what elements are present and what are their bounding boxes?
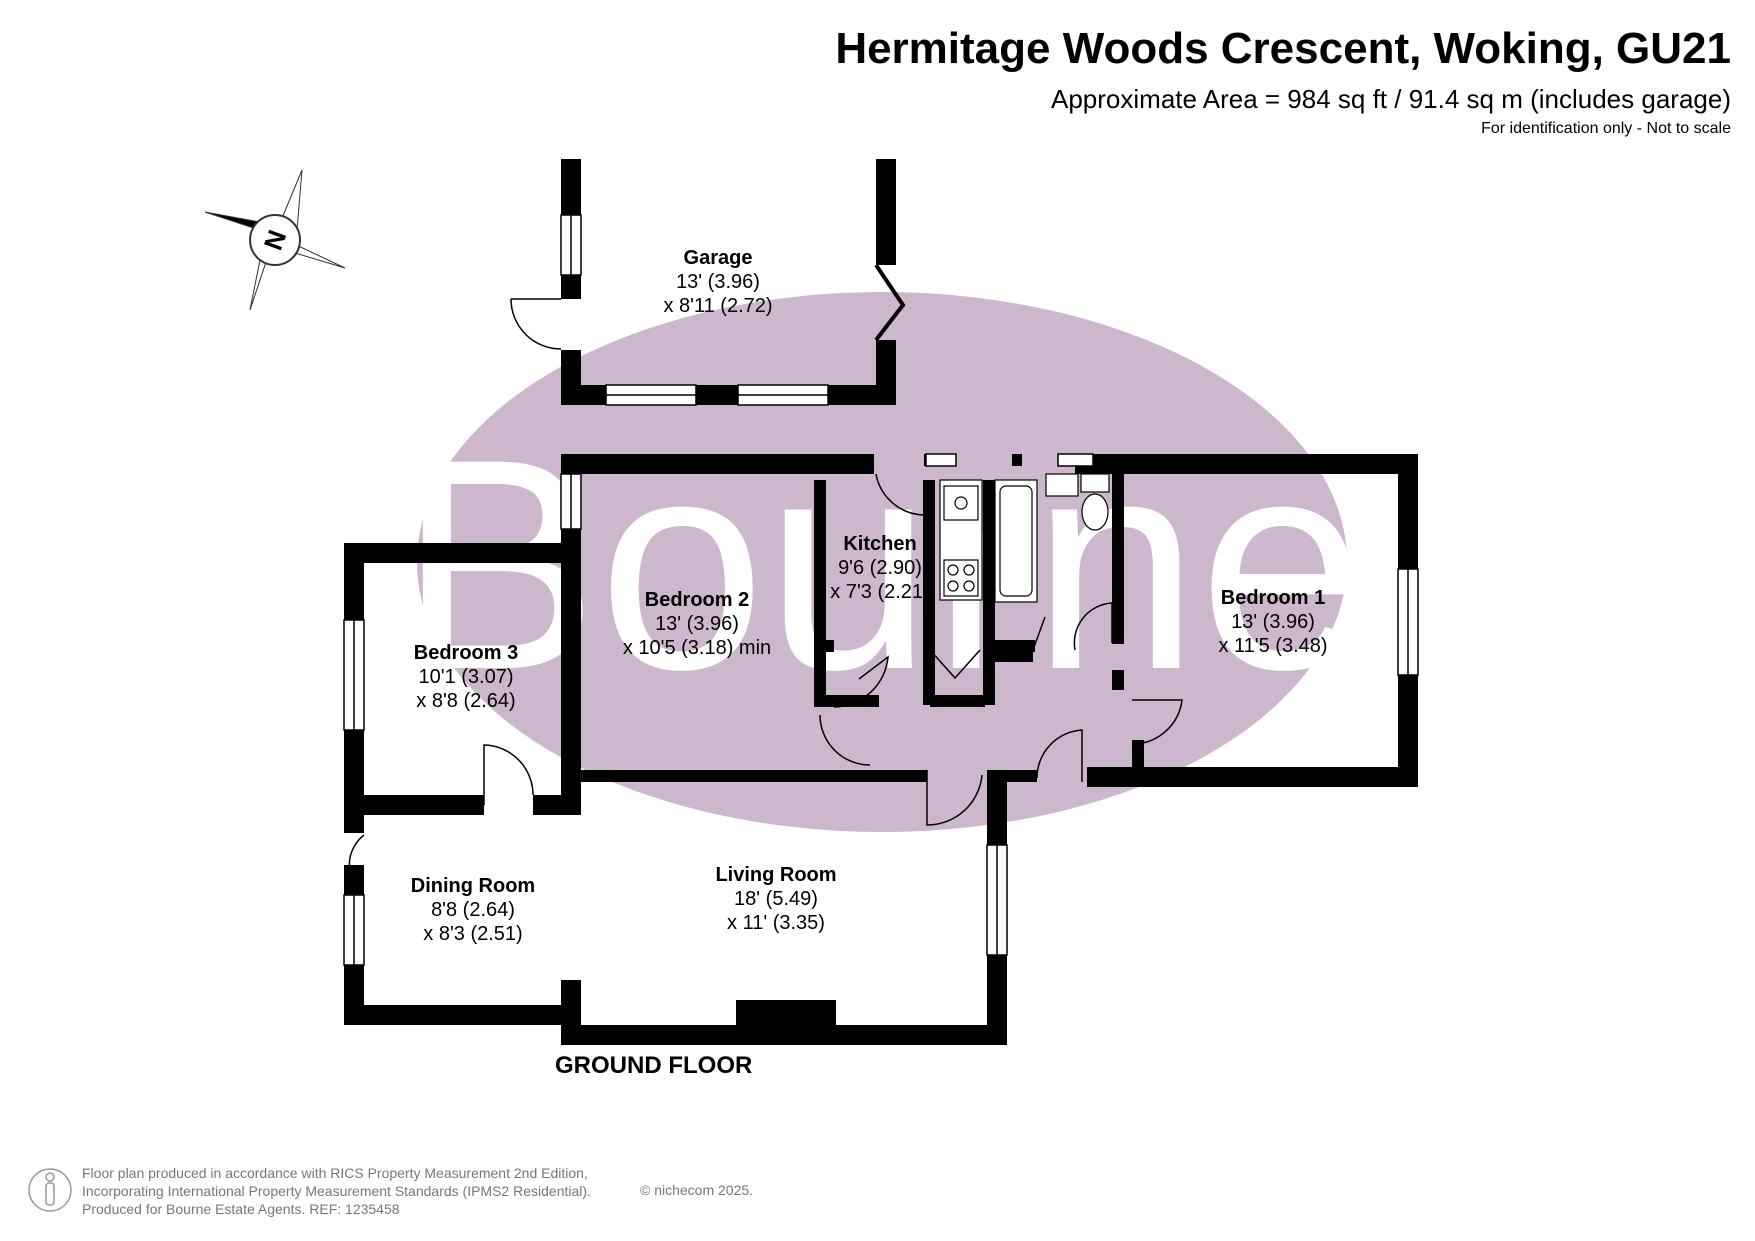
room-dining: Dining Room 8'8 (2.64) x 8'3 (2.51) bbox=[411, 874, 535, 946]
room-bedroom-3: Bedroom 3 10'1 (3.07) x 8'8 (2.64) bbox=[414, 641, 518, 713]
room-name: Bedroom 3 bbox=[413, 642, 519, 664]
room-name: Bedroom 2 bbox=[644, 589, 750, 611]
doors bbox=[348, 263, 1183, 896]
core-partitions bbox=[814, 640, 1035, 707]
watermark-text: Bourne bbox=[398, 396, 1365, 732]
room-dim: 13' (3.96) bbox=[1231, 611, 1315, 633]
room-dim: x 10'5 (3.18) min bbox=[622, 637, 772, 659]
room-dim: 18' (5.49) bbox=[734, 888, 818, 910]
room-dim: 8'8 (2.64) bbox=[431, 899, 515, 921]
fixtures bbox=[939, 473, 1110, 603]
room-garage: Garage 13' (3.96) x 8'11 (2.72) bbox=[663, 246, 772, 318]
room-dim: x 8'3 (2.51) bbox=[423, 923, 523, 945]
floor-label: GROUND FLOOR bbox=[555, 1052, 753, 1079]
footer-line: Floor plan produced in accordance with R… bbox=[82, 1165, 588, 1181]
person-icon bbox=[28, 1168, 72, 1212]
room-living: Living Room 18' (5.49) x 11' (3.35) bbox=[715, 863, 836, 935]
room-name: Dining Room bbox=[410, 875, 536, 897]
footer-line: Incorporating International Property Mea… bbox=[82, 1183, 591, 1199]
room-dim: x 8'8 (2.64) bbox=[416, 690, 516, 712]
room-kitchen: Kitchen 9'6 (2.90) x 7'3 (2.21) bbox=[830, 532, 929, 604]
windows bbox=[343, 214, 1419, 966]
disclaimer-text: For identification only - Not to scale bbox=[1481, 120, 1731, 137]
page-title: Hermitage Woods Crescent, Woking, GU21 bbox=[835, 24, 1731, 73]
room-dim: x 8'11 (2.72) bbox=[663, 295, 773, 317]
footer-text: Floor plan produced in accordance with R… bbox=[82, 1164, 591, 1218]
footer-line: Produced for Bourne Estate Agents. REF: … bbox=[82, 1201, 400, 1217]
room-dim: x 7'3 (2.21) bbox=[830, 581, 930, 603]
room-dim: x 11' (3.35) bbox=[727, 912, 825, 934]
area-text: Approximate Area = 984 sq ft / 91.4 sq m… bbox=[1051, 84, 1731, 114]
room-bedroom-1: Bedroom 1 13' (3.96) x 11'5 (3.48) bbox=[1218, 586, 1327, 658]
watermark-ellipse bbox=[417, 292, 1347, 832]
room-name: Kitchen bbox=[843, 533, 917, 555]
room-dim: 13' (3.96) bbox=[676, 271, 760, 293]
room-dim: 9'6 (2.90) bbox=[838, 557, 922, 579]
room-dim: x 11'5 (3.48) bbox=[1218, 635, 1328, 657]
room-name: Living Room bbox=[715, 864, 837, 886]
room-name: Bedroom 1 bbox=[1220, 587, 1326, 609]
copyright-text: © nichecom 2025. bbox=[640, 1182, 754, 1198]
north-compass-icon: N bbox=[204, 169, 346, 311]
room-bedroom-2: Bedroom 2 13' (3.96) x 10'5 (3.18) min bbox=[623, 588, 771, 660]
room-name: Garage bbox=[683, 247, 753, 269]
room-dim: 10'1 (3.07) bbox=[418, 666, 514, 688]
room-dim: 13' (3.96) bbox=[655, 613, 739, 635]
